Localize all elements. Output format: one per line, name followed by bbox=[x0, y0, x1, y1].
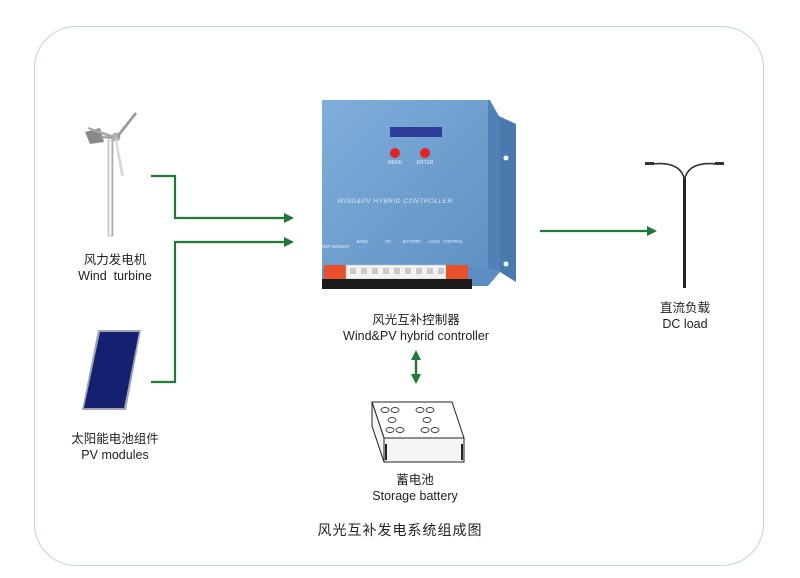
controller-label: 风光互补控制器 Wind&PV hybrid controller bbox=[330, 312, 502, 344]
wind-turbine-label-zh: 风力发电机 bbox=[83, 252, 147, 267]
controller-label-zh: 风光互补控制器 bbox=[372, 312, 460, 327]
pv-modules-label-en: PV modules bbox=[81, 448, 149, 462]
terminal-label-pv: PV bbox=[385, 239, 392, 244]
diagram-frame bbox=[34, 26, 764, 566]
street-lamp-icon bbox=[645, 162, 724, 288]
menu-button-label: MENU bbox=[388, 160, 403, 166]
terminal-label-wind: WIND bbox=[356, 239, 367, 244]
enter-button-label: ENTER bbox=[417, 160, 434, 166]
controller-label-en: Wind&PV hybrid controller bbox=[343, 329, 489, 343]
terminal-block bbox=[322, 264, 472, 289]
dc-load-label-zh: 直流负载 bbox=[659, 300, 710, 315]
wind-turbine-label: 风力发电机 Wind turbine bbox=[55, 252, 175, 284]
battery-label-en: Storage battery bbox=[372, 489, 458, 503]
wind-turbine-label-en: Wind turbine bbox=[78, 269, 152, 283]
arrow-pv-to-controller bbox=[151, 237, 294, 384]
controller-panel-text: WIND&PV HYBRID CONTROLLER bbox=[337, 198, 452, 205]
terminal-label-battery: BATTERY bbox=[403, 239, 423, 244]
diagram-title: 风光互补发电系统组成图 bbox=[317, 523, 483, 539]
controller-icon: MENU ENTER WIND&PV HYBRID CONTROLLER TEM… bbox=[319, 100, 516, 289]
dc-load-label: 直流负载 DC load bbox=[635, 300, 735, 332]
battery-label-zh: 蓄电池 bbox=[396, 472, 434, 487]
wind-turbine-icon bbox=[85, 112, 137, 237]
terminal-label-load: LOAD bbox=[428, 239, 439, 244]
dc-load-label-en: DC load bbox=[662, 317, 708, 331]
pv-modules-label-zh: 太阳能电池组件 bbox=[71, 431, 159, 446]
solar-panel-icon bbox=[82, 330, 141, 410]
battery-icon bbox=[371, 401, 465, 463]
arrow-wind-to-controller bbox=[151, 174, 294, 223]
pv-modules-label: 太阳能电池组件 PV modules bbox=[40, 431, 190, 463]
terminal-label-temp: TEMP SENSOR bbox=[319, 244, 349, 249]
battery-label: 蓄电池 Storage battery bbox=[355, 472, 475, 504]
terminal-label-control: CONTROL bbox=[443, 239, 464, 244]
